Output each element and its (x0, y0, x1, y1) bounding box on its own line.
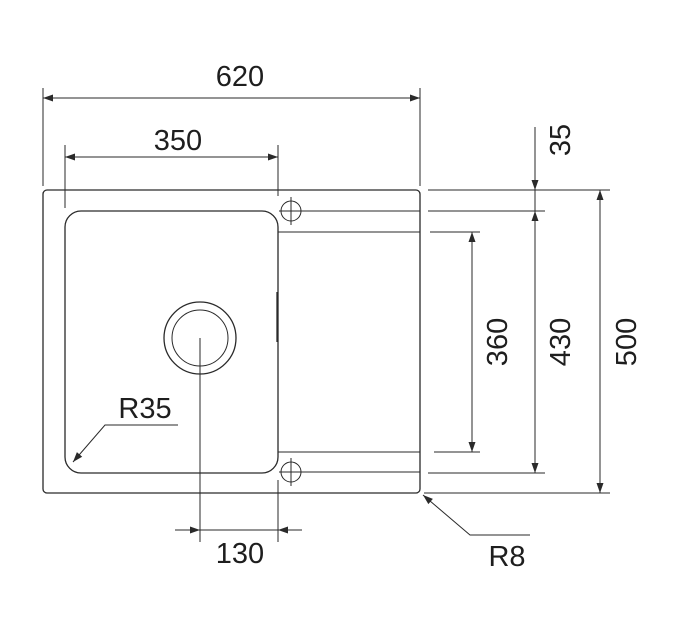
label-r35: R35 (118, 393, 171, 425)
label-350: 350 (154, 125, 202, 157)
leader-r8 (422, 494, 530, 536)
label-500: 500 (611, 318, 643, 366)
label-360: 360 (482, 318, 514, 366)
label-35: 35 (545, 124, 577, 156)
label-130: 130 (216, 538, 264, 570)
extension-lines (42, 88, 610, 542)
tap-hole-top-icon (279, 197, 420, 225)
leader-r35 (72, 424, 178, 463)
tap-hole-bottom-icon (279, 458, 420, 486)
bowl-outline (64, 210, 279, 474)
label-620: 620 (216, 61, 264, 93)
label-430: 430 (545, 318, 577, 366)
label-r8: R8 (488, 541, 525, 573)
sink-outer-outline (42, 189, 421, 494)
